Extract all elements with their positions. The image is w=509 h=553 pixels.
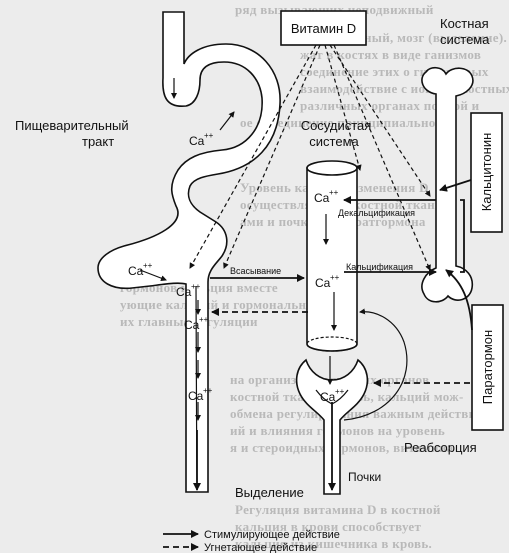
calcitonin-loop bbox=[460, 200, 464, 272]
legend-inhibiting-label: Угнетающее действие bbox=[204, 542, 317, 553]
svg-text:++: ++ bbox=[191, 282, 201, 291]
svg-text:++: ++ bbox=[335, 387, 345, 396]
svg-text:++: ++ bbox=[143, 261, 153, 270]
digestive-tract-label: тракт bbox=[82, 134, 114, 149]
ca-ion-stomach: Ca ++ bbox=[189, 131, 214, 148]
digestive-tract bbox=[98, 12, 280, 492]
vessel-top bbox=[307, 161, 357, 175]
vascular-system-label: система bbox=[309, 134, 359, 149]
svg-text:++: ++ bbox=[199, 315, 209, 324]
bone bbox=[422, 68, 473, 302]
vascular-system-label: Сосудистая bbox=[301, 118, 372, 133]
svg-text:Ca: Ca bbox=[184, 318, 200, 332]
svg-text:++: ++ bbox=[330, 273, 340, 282]
svg-text:++: ++ bbox=[329, 188, 339, 197]
calcitonin-label: Кальцитонин bbox=[479, 133, 494, 212]
svg-text:++: ++ bbox=[204, 131, 214, 140]
legend-stimulating-label: Стимулирующее действие bbox=[204, 529, 340, 541]
svg-text:Ca: Ca bbox=[314, 191, 330, 205]
bone-system-label: система bbox=[440, 32, 490, 47]
svg-text:Ca: Ca bbox=[189, 134, 205, 148]
calcification-label: Кальцификация bbox=[346, 262, 413, 272]
digestive-tract-label: Пищеварительный bbox=[15, 118, 129, 133]
kidneys-label: Почки bbox=[348, 470, 381, 484]
svg-text:Ca: Ca bbox=[128, 264, 144, 278]
svg-text:Ca: Ca bbox=[176, 285, 192, 299]
parathormone-label: Паратормон bbox=[480, 330, 495, 404]
excretion-label: Выделение bbox=[235, 485, 304, 500]
legend: Стимулирующее действие Угнетающее действ… bbox=[163, 529, 340, 553]
absorption-label: Всасывание bbox=[230, 266, 281, 276]
bone-system-label: Костная bbox=[440, 16, 489, 31]
decalcification-label: Декальцификация bbox=[338, 208, 415, 218]
svg-text:Ca: Ca bbox=[315, 276, 331, 290]
reabsorption-label: Реабсорция bbox=[404, 440, 477, 455]
svg-text:Ca: Ca bbox=[188, 389, 204, 403]
svg-text:++: ++ bbox=[203, 386, 213, 395]
vitamin-d-label: Витамин D bbox=[291, 21, 356, 36]
svg-text:Ca: Ca bbox=[320, 390, 336, 404]
ca-ion-gut-3: Ca ++ bbox=[188, 386, 213, 403]
flow-stomach-arrow-2 bbox=[220, 112, 234, 130]
